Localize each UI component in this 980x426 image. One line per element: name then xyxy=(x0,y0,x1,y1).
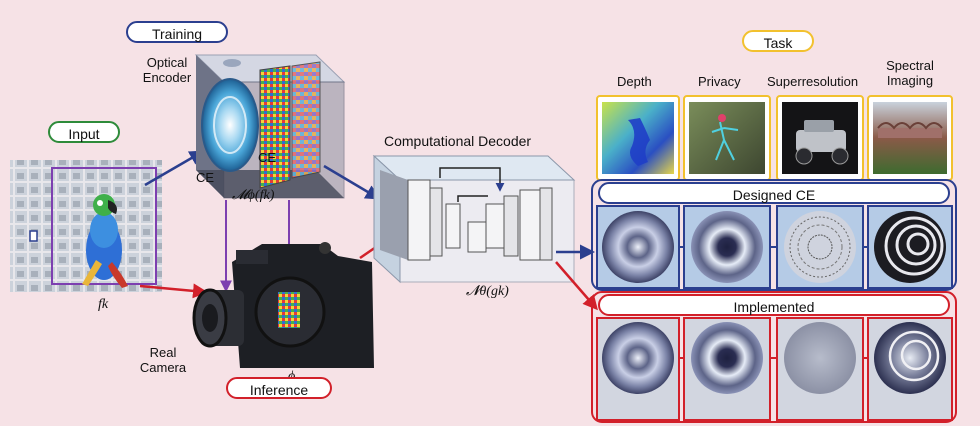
ce-right-label: CE xyxy=(258,150,277,165)
task-depth-label: Depth xyxy=(617,74,652,89)
input-to-encoder-arrow xyxy=(144,150,205,187)
task-superresolution-label: Superresolution xyxy=(767,74,859,89)
task-spectral-label: Spectral Imaging xyxy=(886,58,934,88)
decoder-to-implemented-arrow xyxy=(555,261,598,311)
task-privacy-label: Privacy xyxy=(698,74,741,89)
lens-element xyxy=(201,78,259,172)
optical-encoder-cube xyxy=(194,54,346,199)
real-camera-label: Real Camera xyxy=(139,345,187,375)
input-label: Input xyxy=(48,121,120,143)
input-image-grid xyxy=(10,160,162,292)
phi-symbol: ϕ xyxy=(288,369,295,384)
input-to-camera-arrow xyxy=(139,283,208,299)
ce-left-label: CE xyxy=(196,170,215,185)
training-label: Training xyxy=(126,21,228,43)
optical-encoder-label: Optical Encoder xyxy=(142,55,192,85)
decoder-symbol: 𝓝θ(gk) xyxy=(466,284,509,299)
designed-ce-label: Designed CE xyxy=(598,182,950,204)
computational-decoder xyxy=(372,154,576,284)
encoder-symbol: 𝓜ϕ(fk) xyxy=(232,188,275,203)
real-camera xyxy=(192,242,374,368)
coded-element-mask xyxy=(259,65,291,189)
decoder-label: Computational Decoder xyxy=(384,133,532,149)
fk-symbol: fk xyxy=(98,297,109,312)
implemented-ce-panels xyxy=(591,291,957,423)
designed-ce-panels xyxy=(591,179,957,291)
implemented-label: Implemented xyxy=(598,294,950,316)
encoder-to-decoder-arrow xyxy=(323,164,381,200)
task-panels xyxy=(596,95,953,181)
task-label: Task xyxy=(742,30,814,52)
parrot-image xyxy=(82,194,128,288)
inference-label: Inference xyxy=(226,377,332,399)
